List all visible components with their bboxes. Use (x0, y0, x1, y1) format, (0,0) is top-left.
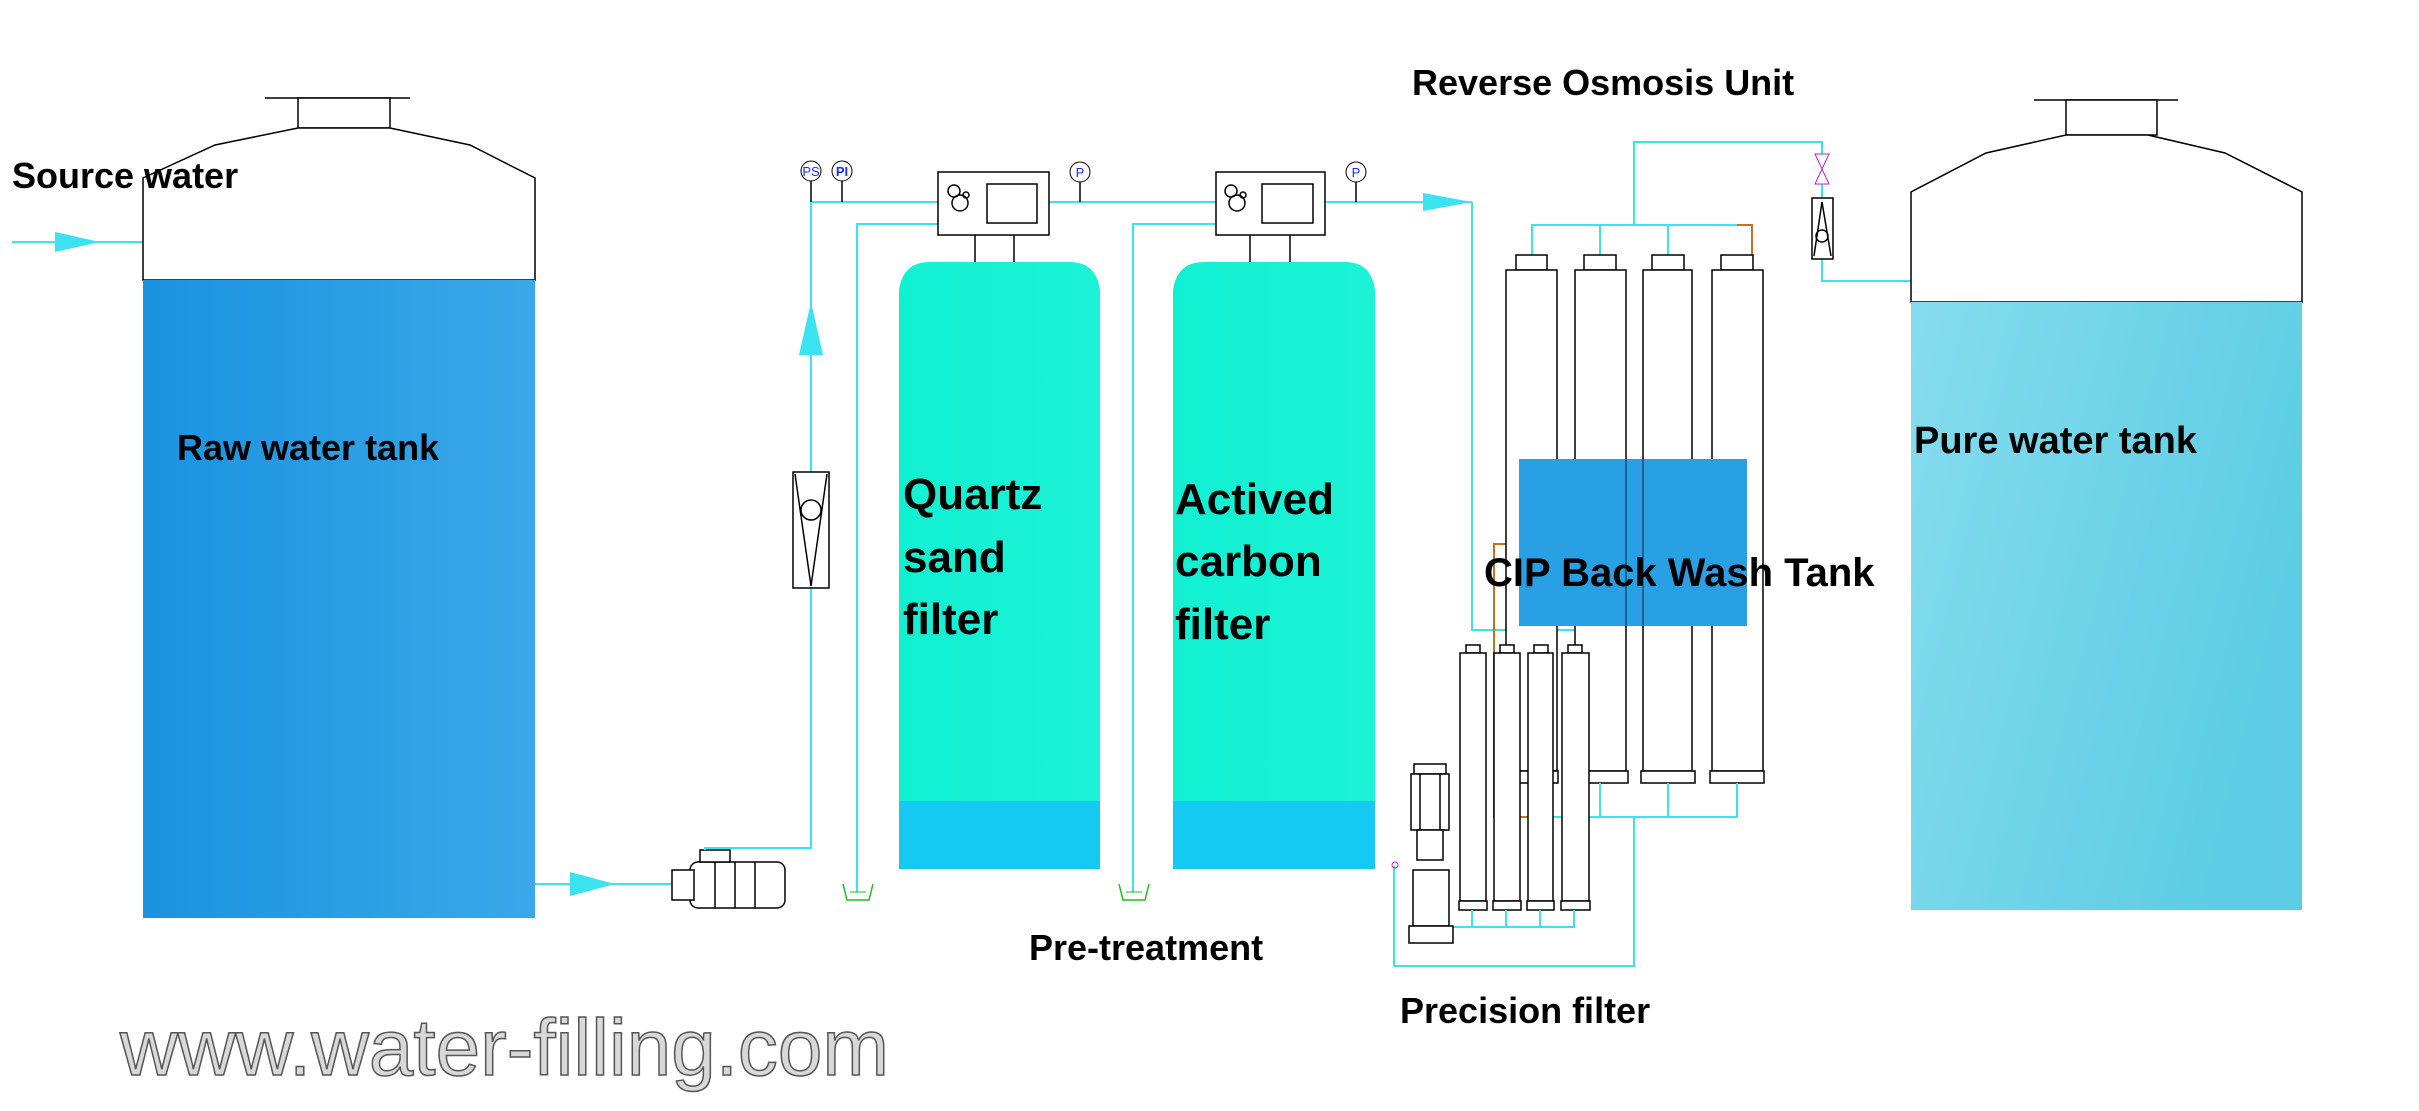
pressure-indicator-gauge: PI (831, 160, 853, 202)
pure-water-tank: Pure water tank (1910, 99, 2303, 910)
reverse-osmosis-unit-label: Reverse Osmosis Unit (1412, 62, 1794, 103)
source-inlet-pipe (12, 232, 143, 252)
flow-arrow-icon (799, 302, 823, 355)
pressure-gauge-1: P (1069, 161, 1091, 202)
drain-icon (842, 883, 874, 901)
raw-water-tank-label: Raw water tank (177, 427, 440, 468)
svg-text:Quartz: Quartz (903, 470, 1042, 519)
flow-arrow-icon (1423, 193, 1472, 211)
flowmeter (792, 471, 830, 589)
pressure-gauge-2: P (1345, 161, 1367, 202)
svg-text:P: P (1076, 165, 1085, 180)
pressure-switch-gauge: PS (800, 160, 822, 202)
svg-text:PS: PS (802, 164, 820, 179)
svg-text:sand: sand (903, 533, 1006, 582)
valve-icon (1814, 153, 1830, 185)
pure-water-tank-label: Pure water tank (1914, 420, 2198, 462)
cip-back-wash-tank-label: CIP Back Wash Tank (1484, 551, 1875, 595)
svg-text:carbon: carbon (1175, 537, 1322, 586)
svg-text:PI: PI (836, 164, 848, 179)
precision-filter-cartridge (1560, 644, 1591, 911)
flow-arrow-icon (570, 872, 615, 896)
watermark: www.water-filling.com (119, 1003, 889, 1092)
precision-filter-label: Precision filter (1400, 990, 1650, 1031)
cip-back-wash-tank: CIP Back Wash Tank (1484, 459, 1875, 626)
drain-icon (1118, 883, 1150, 901)
flowmeter (1811, 197, 1834, 260)
pre-treatment-label: Pre-treatment (1029, 927, 1263, 968)
raw-water-pump (671, 849, 786, 909)
quartz-sand-filter: Quartz sand filter (842, 171, 1100, 901)
svg-text:P: P (1352, 165, 1361, 180)
source-water-label: Source water (12, 155, 238, 196)
high-pressure-pump (1391, 763, 1454, 944)
actived-carbon-filter: Actived carbon filter (1118, 171, 1375, 901)
svg-text:Actived: Actived (1175, 475, 1334, 524)
precision-filter-cartridge (1458, 644, 1488, 911)
flow-arrow-icon (55, 232, 100, 252)
precision-filter-cartridge (1526, 644, 1555, 911)
precision-filter-cartridge (1492, 644, 1522, 911)
precision-filter (1393, 644, 1635, 967)
svg-text:filter: filter (903, 595, 998, 644)
raw-tank-outlet-pipe (535, 872, 675, 896)
svg-text:filter: filter (1175, 600, 1270, 649)
raw-water-tank: Raw water tank (142, 97, 536, 918)
